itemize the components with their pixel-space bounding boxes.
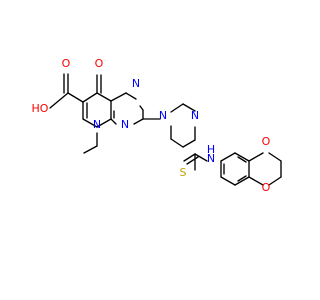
hydroxyl-label: HO — [32, 102, 49, 115]
chemical-structure-canvas: HO O O N N N N N N H S O O — [31, 57, 282, 194]
molecular-bonds — [49, 73, 282, 186]
molecule-diagram: HO O O N N N N N N H S O O — [32, 57, 282, 194]
pyrimidine-nitrogen-bottom-label: N — [121, 118, 129, 131]
dioxane-oxygen-bottom-label: O — [262, 181, 271, 194]
piperazine-nitrogen-right-label: N — [191, 109, 199, 122]
ketone-oxygen-label: O — [95, 57, 104, 70]
atom-labels: HO O O N N N N N N H S O O — [32, 57, 271, 194]
pyridone-nitrogen-label: N — [93, 118, 101, 131]
pyrimidine-nitrogen-top-label: N — [132, 77, 140, 90]
piperazine-nitrogen-left-label: N — [159, 109, 167, 122]
carbonyl-oxygen-label: O — [62, 57, 71, 70]
sulfur-label: S — [180, 166, 187, 179]
thioamide-hydrogen-label: H — [207, 143, 215, 156]
thioamide-nitrogen-label: N — [207, 152, 215, 165]
dioxane-oxygen-top-label: O — [262, 135, 271, 148]
